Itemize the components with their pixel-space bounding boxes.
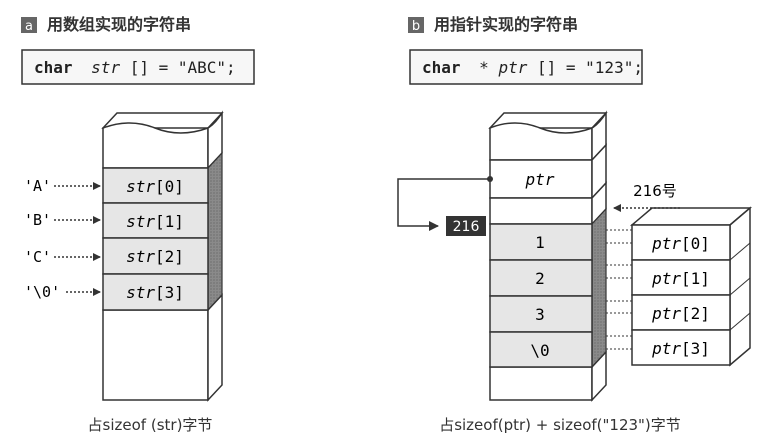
- panel-b-ptr-cell-0: ptr[0]: [631, 224, 731, 261]
- panel-b-address-tag-box: [446, 216, 486, 236]
- panel-b-ptr-cell-3: ptr[3]: [631, 329, 731, 366]
- svg-text:3: 3: [535, 305, 545, 324]
- panel-a-char-label-1: 'B': [24, 211, 51, 229]
- panel-a-char-label-0: 'A': [24, 177, 51, 195]
- panel-b: b 用指针实现的字符串 char * ptr [] = "123";: [397, 15, 753, 434]
- svg-text:1: 1: [535, 233, 545, 252]
- panel-a-side-face: [207, 151, 223, 312]
- panel-b-badge-box: [408, 17, 424, 33]
- panel-b-heading: 用指针实现的字符串: [434, 15, 578, 34]
- panel-a-cell-2: str[2]: [102, 237, 209, 275]
- panel-a-cell-0: str[0]: [102, 167, 209, 204]
- panel-b-code-name: ptr: [497, 58, 527, 77]
- panel-b-value-cell-0: 1: [489, 223, 593, 261]
- panel-a-code-name: str: [91, 58, 120, 77]
- panel-b-ptr-label: ptr: [525, 170, 555, 189]
- panel-b-badge: b: [412, 19, 420, 34]
- panel-b-code-star: *: [479, 58, 489, 77]
- panel-b-ptr-cell-1: ptr[1]: [631, 259, 731, 296]
- panel-a-caption: 占sizeof (str)字节: [88, 416, 213, 434]
- panel-a-char-label-2: 'C': [24, 248, 51, 266]
- panel-a: a 用数组实现的字符串 char str [] = "ABC"; str[0]: [21, 15, 255, 434]
- svg-text:ptr[2]: ptr[2]: [651, 304, 710, 323]
- panel-a-cell-3: str[3]: [102, 273, 209, 311]
- panel-a-char-label-3: '\0': [24, 283, 60, 301]
- panel-b-code-rest: [] = "123";: [537, 58, 643, 77]
- panel-a-cell-1: str[1]: [102, 202, 209, 239]
- svg-text:ptr[1]: ptr[1]: [651, 269, 710, 288]
- panel-a-code-box: [21, 49, 255, 85]
- panel-a-cell-2-label: str[2]: [126, 247, 184, 266]
- panel-a-badge: a: [25, 19, 33, 34]
- panel-b-string-box: [629, 206, 753, 367]
- panel-a-cell-0-label: str[0]: [126, 177, 184, 196]
- panel-b-value-cell-3: \0: [489, 331, 593, 368]
- panel-b-value-cell-1: 2: [489, 259, 593, 297]
- panel-a-badge-box: [21, 17, 37, 33]
- panel-b-pointer-arrow: [397, 178, 490, 231]
- panel-b-caption: 占sizeof(ptr) + sizeof("123")字节: [439, 416, 681, 434]
- panel-b-address-tag: 216: [453, 219, 480, 235]
- panel-b-address-label: 216号: [633, 182, 677, 200]
- svg-text:ptr[0]: ptr[0]: [651, 234, 710, 253]
- panel-a-memory-column: [101, 110, 224, 402]
- panel-b-code-keyword: char: [422, 58, 461, 77]
- panel-a-code: char str [] = "ABC";: [34, 58, 236, 77]
- panel-a-code-rest: [] = "ABC";: [130, 58, 236, 77]
- svg-text:ptr[3]: ptr[3]: [651, 339, 710, 358]
- panel-b-code: char * ptr [] = "123";: [422, 58, 643, 77]
- svg-text:2: 2: [535, 269, 545, 288]
- svg-text:\0: \0: [530, 341, 549, 360]
- panel-b-value-cell-2: 3: [489, 295, 593, 333]
- panel-a-heading: 用数组实现的字符串: [47, 15, 191, 34]
- panel-b-side-face: [591, 207, 607, 369]
- panel-a-code-keyword: char: [34, 58, 73, 77]
- panel-b-memory-column: [488, 110, 608, 402]
- panel-a-cell-1-label: str[1]: [126, 212, 184, 231]
- panel-a-cell-3-label: str[3]: [126, 283, 184, 302]
- panel-b-ptr-cell-2: ptr[2]: [631, 294, 731, 331]
- panel-b-code-box: [409, 49, 643, 85]
